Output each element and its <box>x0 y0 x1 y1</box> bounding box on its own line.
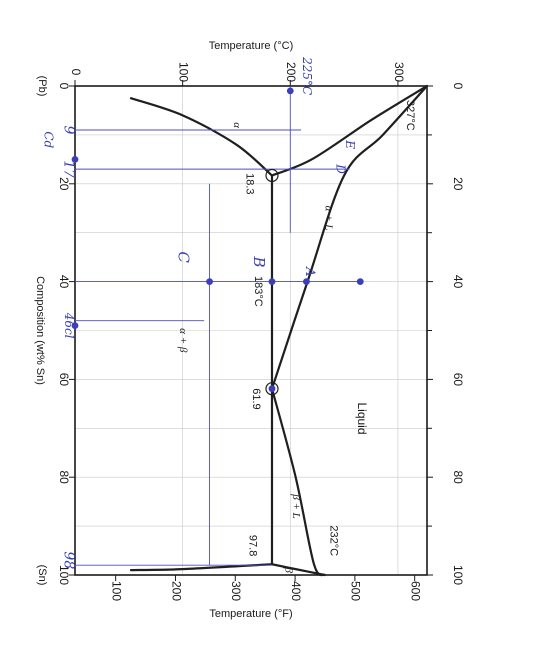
alpha-solvus-line <box>129 97 274 177</box>
atomic-tick-label: 20 <box>451 177 465 191</box>
axis-ticks: 0 20 40 60 80 100 0 20 40 60 80 100 0 100 200 300 100 200… <box>57 62 465 601</box>
region-label: β + L <box>290 493 302 519</box>
handwritten-notes: 225°C 9 17 CdD E C B A 46cl 98 <box>42 56 364 569</box>
point-annotation: 327°C <box>404 100 416 131</box>
celsius-tick-label: 100 <box>176 62 190 82</box>
marked-point <box>206 278 213 285</box>
handwritten-note: 98 <box>61 551 77 569</box>
liquidus-alpha-line <box>270 84 429 390</box>
fahrenheit-tick-label: 600 <box>409 581 423 601</box>
composition-tick-label: 60 <box>57 373 71 387</box>
eutectic-marker <box>265 168 279 183</box>
atomic-tick-label: 40 <box>451 275 465 289</box>
fahrenheit-axis-title: Temperature (°F) <box>209 608 292 620</box>
fahrenheit-tick-label: 500 <box>349 581 363 601</box>
point-annotation: 97.8 <box>247 535 259 556</box>
point-annotation: 18.3 <box>243 173 255 194</box>
region-label: α <box>231 122 243 128</box>
composition-tick-label: 100 <box>57 565 71 585</box>
fahrenheit-tick-label: 300 <box>229 581 243 601</box>
atomic-tick-label: 0 <box>451 83 465 90</box>
eutectic-marker <box>265 382 279 396</box>
marked-point <box>286 87 294 95</box>
liquidus-beta-line <box>270 387 326 577</box>
composition-tick-label: 20 <box>57 177 71 191</box>
celsius-axis-title: Temperature (°C) <box>209 40 293 52</box>
atomic-tick-label: 100 <box>451 565 465 585</box>
handwritten-note: C <box>175 251 193 263</box>
marked-points <box>71 87 364 393</box>
marked-point <box>303 278 310 285</box>
marked-point <box>71 155 79 163</box>
celsius-tick-label: 300 <box>392 62 406 82</box>
composition-axis-title: Composition (wt% Sn) <box>34 276 46 385</box>
handwritten-note: E <box>343 139 357 149</box>
handwritten-note: 46cl <box>62 312 76 339</box>
marked-point <box>71 322 79 330</box>
handwritten-note: 225°C <box>300 56 314 95</box>
region-label: Liquid <box>355 403 369 435</box>
region-label: α + L <box>322 206 334 231</box>
handwritten-note: B <box>250 256 268 268</box>
region-label: β <box>283 566 295 573</box>
point-annotation: 183°C <box>252 276 264 307</box>
composition-tick-label: 80 <box>57 471 71 485</box>
composition-tick-label: 40 <box>57 275 71 289</box>
point-annotation: 232°C <box>327 525 339 556</box>
handwritten-note: Cd <box>42 131 56 148</box>
handwritten-note: 17 <box>61 160 77 178</box>
celsius-tick-label: 0 <box>69 69 83 76</box>
handwritten-note: D <box>333 163 347 174</box>
composition-tick-label: 0 <box>57 83 71 90</box>
fahrenheit-tick-label: 400 <box>289 581 303 601</box>
fahrenheit-tick-label: 200 <box>169 581 183 601</box>
marked-point <box>356 278 364 285</box>
fahrenheit-tick-label: 100 <box>109 581 123 601</box>
sn-end-label: (Sn) <box>36 565 48 586</box>
atomic-tick-label: 80 <box>451 471 465 485</box>
pb-end-label: (Pb) <box>36 76 48 97</box>
celsius-tick-label: 200 <box>284 62 298 82</box>
alpha-solidus-line <box>270 84 429 177</box>
handwritten-note: 9 <box>61 126 77 135</box>
marked-point <box>268 385 276 393</box>
beta-solidus-line <box>270 563 326 577</box>
handwritten-note: A <box>302 266 317 276</box>
grid <box>75 86 427 575</box>
point-annotation: 61.9 <box>250 388 262 409</box>
region-labels: α α + L Liquid α + β β + L β 327°C 18.3 183°C 61.… <box>177 100 416 573</box>
atomic-tick-label: 60 <box>451 373 465 387</box>
marked-point <box>268 278 276 285</box>
region-label: α + β <box>177 328 189 353</box>
